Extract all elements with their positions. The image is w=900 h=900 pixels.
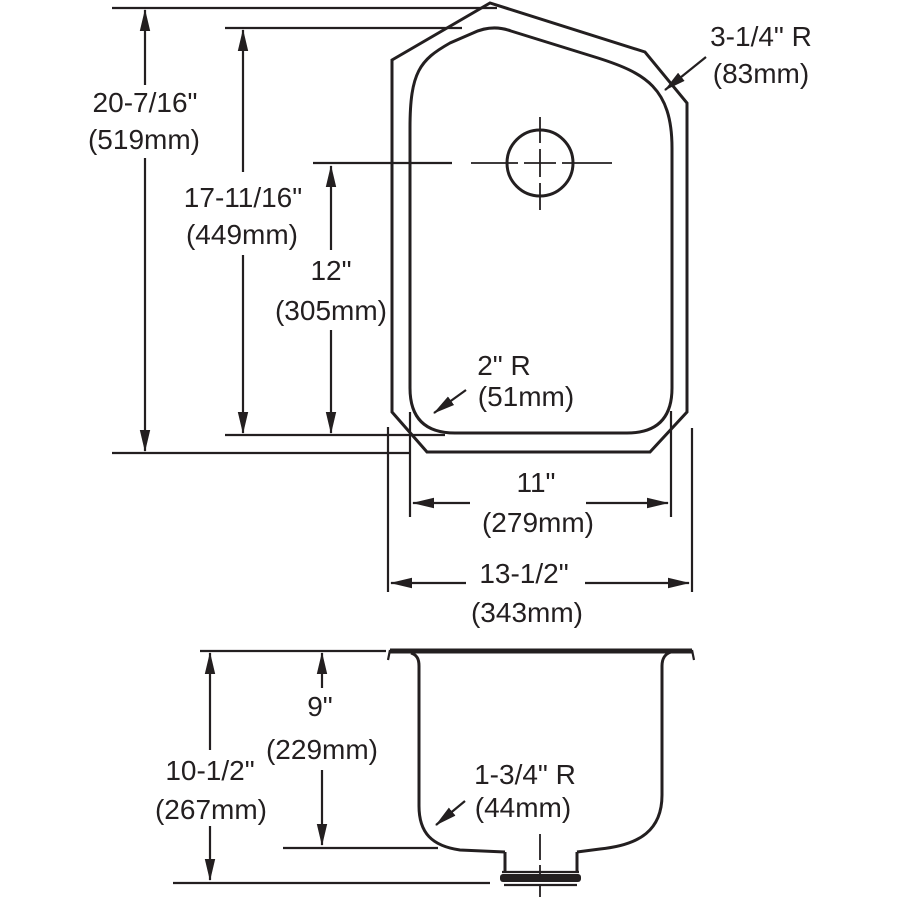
callout-corner-radius-front-inches: 2" R — [477, 350, 531, 381]
dim-overall-depth: 10-1/2" (267mm) — [155, 652, 267, 881]
section-rim-left-edge — [386, 649, 392, 661]
dim-center-to-front-inches: 12" — [310, 255, 351, 286]
dim-bowl-width-metric: (279mm) — [482, 507, 594, 538]
leader-line — [664, 56, 707, 91]
dim-overall-length: 20-7/16" (519mm) — [88, 9, 200, 452]
dim-overall-depth-inches: 10-1/2" — [165, 755, 254, 786]
callout-corner-radius-back-metric: (83mm) — [713, 58, 809, 89]
callout-corner-radius-back-inches: 3-1/4" R — [710, 21, 812, 52]
section-extension-lines — [173, 649, 490, 885]
dim-overall-depth-metric: (267mm) — [155, 794, 267, 825]
callout-bottom-radius: 1-3/4" R (44mm) — [435, 759, 576, 826]
plan-outer-rim-outline — [390, 1, 689, 454]
dim-overall-length-inches: 20-7/16" — [93, 87, 198, 118]
dim-overall-width-metric: (343mm) — [471, 597, 583, 628]
dim-bowl-depth-metric: (229mm) — [266, 734, 378, 765]
callout-bottom-radius-inches: 1-3/4" R — [474, 759, 576, 790]
dim-overall-length-metric: (519mm) — [88, 124, 200, 155]
callout-corner-radius-back: 3-1/4" R (83mm) — [664, 21, 812, 91]
section-bowl-left-wall — [410, 651, 506, 854]
dim-center-to-front: 12" (305mm) — [275, 165, 387, 434]
dim-bowl-length-inches: 17-11/16" — [184, 182, 302, 213]
leader-line — [435, 800, 466, 826]
dim-center-to-front-metric: (305mm) — [275, 295, 387, 326]
faucet-hole-centerlines — [471, 117, 612, 210]
leader-line — [433, 389, 467, 414]
dim-bowl-length: 17-11/16" (449mm) — [184, 29, 302, 434]
callout-bottom-radius-metric: (44mm) — [475, 792, 571, 823]
dim-bowl-width: 11" (279mm) — [412, 467, 669, 538]
section-bowl-right-wall — [576, 650, 672, 854]
callout-corner-radius-front: 2" R (51mm) — [433, 350, 574, 414]
callout-corner-radius-front-metric: (51mm) — [478, 381, 574, 412]
drain-outlet — [500, 834, 581, 897]
dim-bowl-depth-inches: 9" — [307, 691, 333, 722]
plan-extension-lines — [112, 6, 694, 592]
dim-bowl-width-inches: 11" — [516, 467, 555, 498]
section-view: 10-1/2" (267mm) 9" (229mm) 1-3/4" R (44m… — [155, 648, 696, 897]
dim-overall-width-inches: 13-1/2" — [479, 558, 568, 589]
dim-overall-width: 13-1/2" (343mm) — [390, 558, 690, 628]
dim-bowl-depth: 9" (229mm) — [266, 652, 378, 846]
section-rim-right-edge — [690, 649, 696, 661]
faucet-hole — [471, 117, 612, 210]
dim-bowl-length-metric: (449mm) — [186, 219, 298, 250]
plan-view: 20-7/16" (519mm) 17-11/16" (449mm) 12" (… — [88, 1, 812, 628]
plan-bowl-outline — [408, 26, 674, 435]
